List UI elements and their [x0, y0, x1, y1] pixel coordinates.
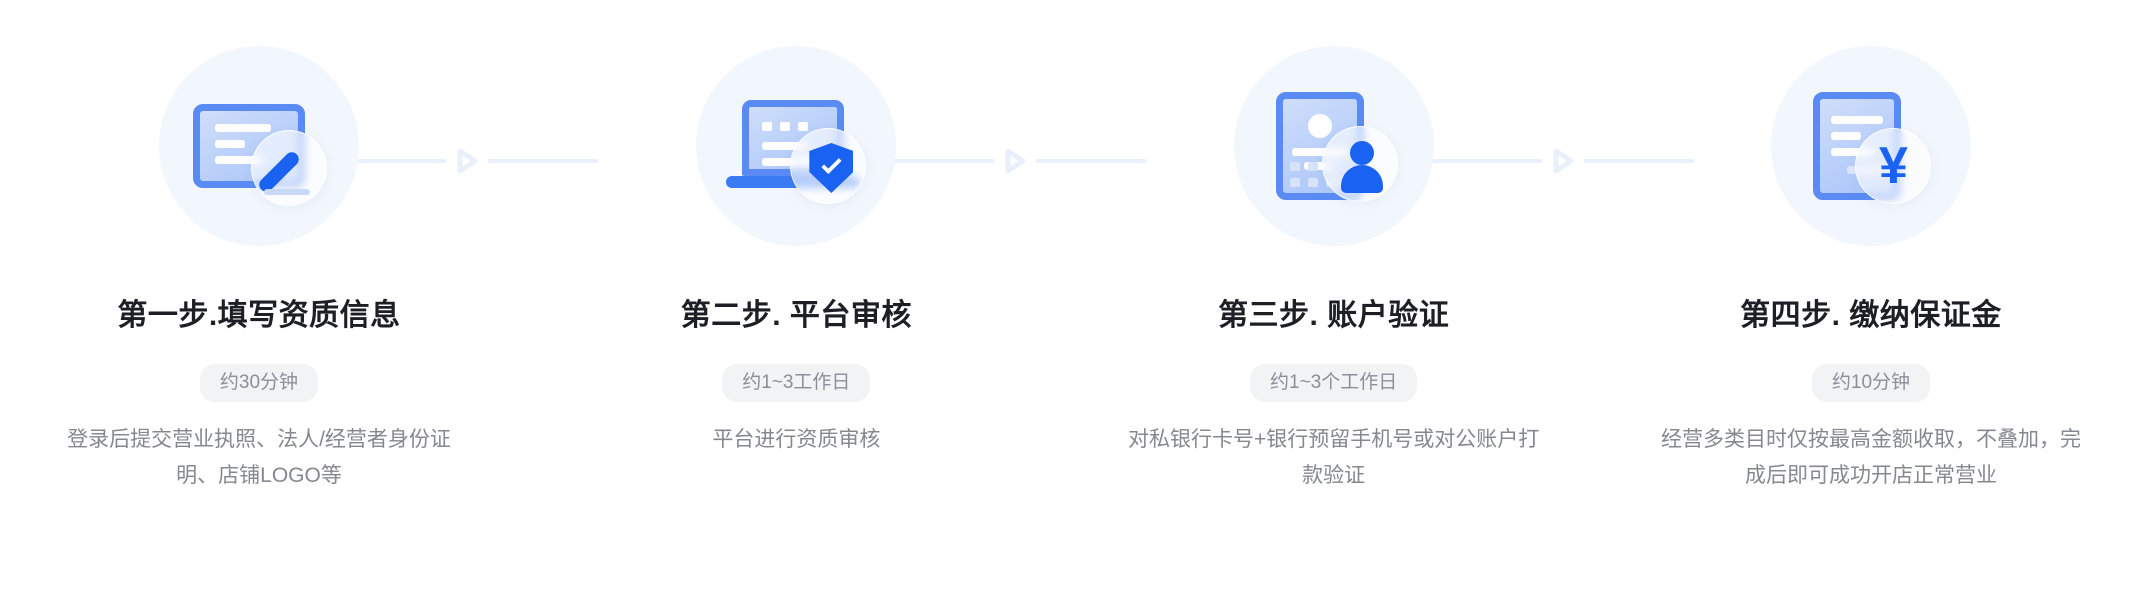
step-title: 第三步. 账户验证 [1218, 299, 1450, 332]
step-1: 第一步.填写资质信息 约30分钟 登录后提交营业执照、法人/经营者身份证明、店铺… [40, 0, 478, 494]
id-dot [1307, 162, 1318, 171]
document-line [1830, 148, 1875, 156]
document-line [1830, 132, 1861, 140]
step-duration-badge: 约1~3工作日 [722, 364, 871, 402]
glass-bubble [1321, 126, 1398, 202]
pen-underline [264, 189, 310, 195]
step-4: ¥ 第四步. 缴纳保证金 约10分钟 经营多类目时仅按最高金额收取，不叠加，完成… [1652, 0, 2090, 494]
id-line [1291, 148, 1348, 156]
step-duration-badge: 约30分钟 [199, 364, 319, 402]
person-head-icon [1349, 141, 1374, 165]
yuan-currency-icon: ¥ [1879, 137, 1908, 195]
form-line [215, 156, 263, 164]
form-line [215, 124, 271, 132]
step-2-icon [696, 46, 897, 246]
glass-bubble [251, 130, 327, 206]
document-line [1830, 116, 1883, 124]
step-title: 第二步. 平台审核 [680, 299, 912, 332]
arrow-right-triangle-icon [1553, 148, 1574, 174]
laptop-dot [798, 122, 809, 131]
form-pen-icon [187, 90, 331, 206]
step-3: 第三步. 账户验证 约1~3个工作日 对私银行卡号+银行预留手机号或对公账户打款… [1115, 0, 1553, 494]
id-line [1303, 162, 1336, 170]
person-body-icon [1340, 165, 1383, 193]
pen-icon [256, 149, 302, 195]
step-2: 第二步. 平台审核 约1~3工作日 平台进行资质审核 [577, 0, 1015, 458]
laptop-shield-check-icon [724, 90, 868, 204]
step-title: 第一步.填写资质信息 [117, 299, 401, 332]
step-1-icon [159, 46, 359, 246]
laptop-line [762, 142, 809, 150]
id-photo-circle [1307, 114, 1332, 138]
id-card-person-icon [1262, 90, 1406, 202]
step-duration-badge: 约1~3个工作日 [1250, 364, 1418, 402]
id-dot [1307, 178, 1318, 187]
step-description: 登录后提交营业执照、法人/经营者身份证明、店铺LOGO等 [67, 427, 451, 487]
step-duration-badge: 约10分钟 [1811, 364, 1931, 402]
step-description: 平台进行资质审核 [712, 427, 881, 451]
form-line [215, 140, 245, 148]
laptop-dot [780, 122, 791, 131]
id-dot [1289, 162, 1300, 171]
document-yuan-icon: ¥ [1799, 90, 1943, 204]
glass-bubble: ¥ [1854, 128, 1931, 204]
id-dot [1289, 178, 1300, 187]
step-description: 对私银行卡号+银行预留手机号或对公账户打款验证 [1128, 427, 1540, 487]
step-4-icon: ¥ [1770, 46, 1971, 246]
glass-bubble [790, 128, 867, 204]
step-description: 经营多类目时仅按最高金额收取，不叠加，完成后即可成功开店正常营业 [1660, 427, 2081, 487]
step-3-icon [1233, 46, 1434, 246]
step-title: 第四步. 缴纳保证金 [1740, 299, 2002, 332]
laptop-dot [762, 122, 773, 131]
